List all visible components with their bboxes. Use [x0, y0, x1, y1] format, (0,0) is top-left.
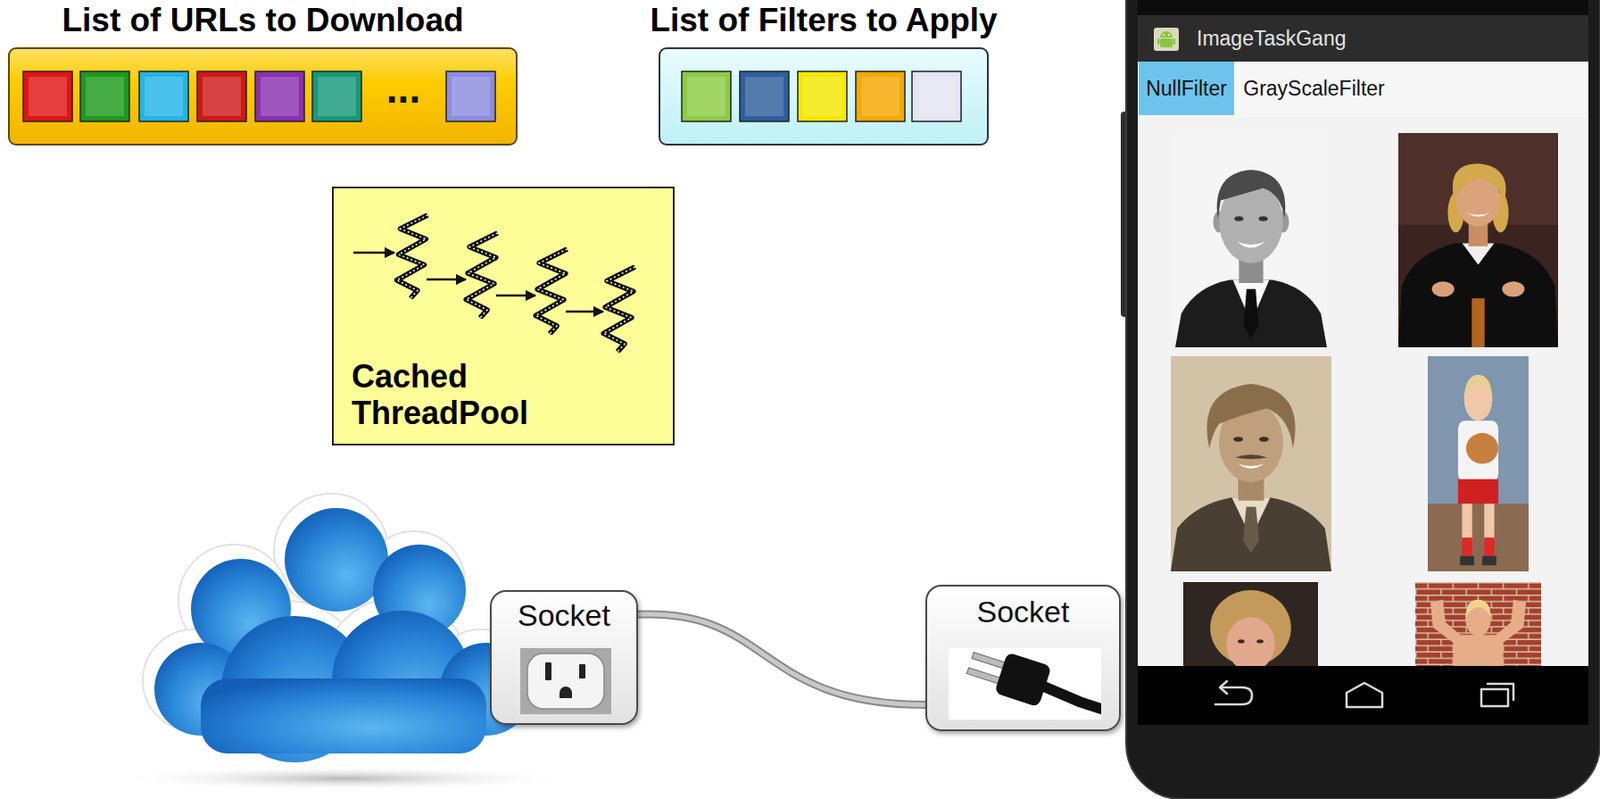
plug-picture	[948, 647, 1102, 720]
node-text: NullFilter	[1138, 61, 1235, 116]
cable-core	[638, 613, 926, 705]
url-list-bar	[8, 47, 518, 148]
cable	[638, 613, 926, 705]
photo	[1170, 356, 1332, 572]
phone	[1120, 0, 1600, 799]
outlet-picture	[520, 647, 612, 714]
photo	[1427, 356, 1529, 572]
filter-list: List of Filters to Apply	[658, 1, 989, 147]
photo	[1398, 132, 1559, 348]
tab: GrayScaleFilter	[1237, 61, 1391, 116]
node-text: GrayScaleFilter	[1237, 61, 1391, 116]
filter-list-bar	[658, 47, 989, 148]
node-text: Cached ThreadPool	[351, 357, 566, 432]
photo	[1183, 581, 1319, 771]
app-title-bar: ImageTaskGang	[1137, 15, 1589, 62]
url-list: List of URLs to Download	[8, 1, 518, 147]
node-text: ImageTaskGang	[1137, 15, 1589, 62]
socket-box: Socket	[925, 584, 1121, 731]
photo	[1415, 581, 1542, 758]
node-text: Socket	[491, 591, 637, 633]
ellipsis-label: ...	[376, 67, 431, 109]
thread-icons	[333, 188, 673, 360]
socket-box: Socket	[489, 589, 639, 725]
photo	[1175, 132, 1327, 348]
node-text: List of Filters to Apply	[591, 1, 1056, 40]
node-text: Socket	[927, 586, 1120, 630]
thread-pool-box: Cached ThreadPool	[331, 186, 675, 446]
android-icon	[1152, 24, 1180, 53]
nav-icons	[1215, 680, 1514, 707]
label-holder: ...	[376, 67, 431, 109]
cable-outline	[638, 613, 926, 705]
selected-tab: NullFilter	[1138, 61, 1235, 116]
node-text: List of URLs to Download	[31, 1, 496, 40]
